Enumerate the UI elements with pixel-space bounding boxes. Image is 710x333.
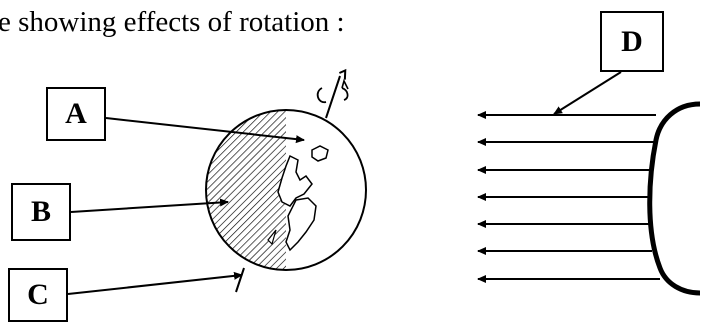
earth-outline	[205, 109, 367, 271]
pointer-b	[70, 198, 229, 213]
label-box-a: A	[46, 87, 106, 141]
rotation-axis-arrow	[316, 68, 349, 119]
diagram-caption: e showing effects of rotation :	[0, 6, 345, 38]
sun-body	[647, 101, 701, 296]
night-side-shading	[206, 110, 286, 270]
pointer-c	[67, 271, 243, 295]
axis-bottom-tick	[235, 267, 245, 293]
pointer-a	[105, 117, 305, 144]
sun-rays	[477, 111, 660, 283]
label-box-b: B	[11, 183, 71, 241]
earth-globe	[205, 109, 367, 271]
continents-outline	[267, 145, 329, 252]
label-box-d: D	[600, 11, 664, 72]
pointer-d	[553, 71, 622, 115]
label-box-c: C	[8, 268, 68, 322]
